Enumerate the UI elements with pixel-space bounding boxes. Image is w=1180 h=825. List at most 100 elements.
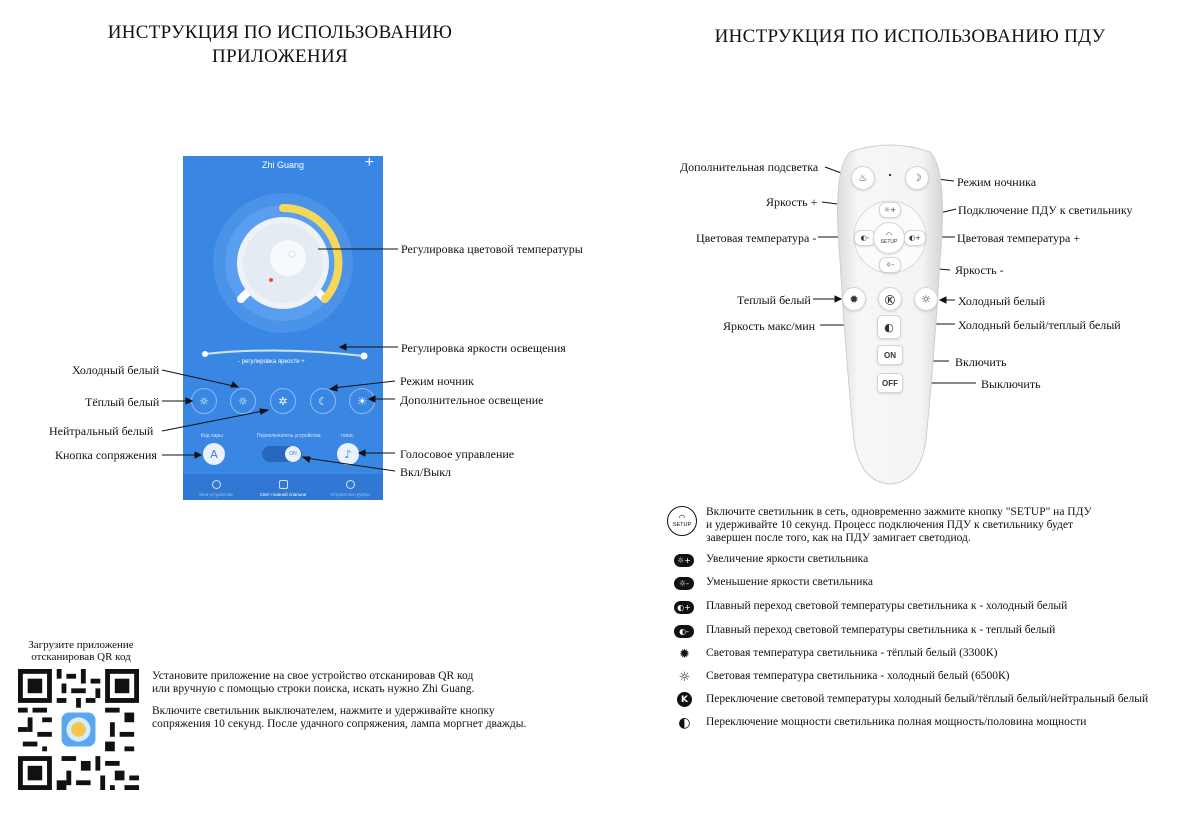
qr-code-image[interactable] [18, 669, 139, 790]
label-brightness-maxmin: Яркость макс/мин [723, 319, 816, 333]
on-label: ON [884, 350, 896, 360]
pairing-instructions: Включите светильник выключателем, нажмит… [152, 705, 526, 731]
label-connect: Подключение ПДУ к светильнику [958, 203, 1133, 217]
brightness-down-icon: ☼- [674, 577, 694, 590]
temp-cold-icon: ◐+ [674, 601, 694, 614]
label-cold-white: Холодный белый [72, 363, 160, 377]
half-moon-icon: ◐ [677, 714, 692, 731]
left-title: ИНСТРУКЦИЯ ПО ИСПОЛЬЗОВАНИЮ ПРИЛОЖЕНИЯ [60, 22, 500, 68]
right-title: ИНСТРУКЦИЯ ПО ИСПОЛЬЗОВАНИЮ ПДУ [714, 26, 1106, 47]
power-switch[interactable]: ON [262, 446, 302, 462]
wifi-icon: ◠ [885, 230, 893, 239]
power-switch-knob: ON [285, 446, 301, 462]
setup-line3: завершен после того, как на ПДУ замигает… [706, 532, 971, 544]
setup-line2: и удерживайте 10 секунд. Процесс подключ… [706, 519, 1074, 531]
extra-light-button[interactable]: ☀ [349, 388, 375, 414]
label-brightness-plus: Яркость + [766, 195, 818, 209]
pair-button[interactable]: A [203, 443, 225, 465]
install-instructions: Установите приложение на свое устройство… [152, 670, 474, 696]
setup-label: SETUP [880, 238, 898, 245]
voice-button[interactable]: ♪ [337, 443, 359, 465]
remote-brightness-minus-button[interactable]: ☼- [879, 257, 901, 273]
warm-sun-icon: ✹ [677, 647, 692, 662]
qr-caption-line1: Загрузите приложение [28, 639, 134, 651]
tab-my-devices[interactable]: Мои устройства [183, 480, 249, 497]
legend-item: Переключение мощности светильника полная… [706, 716, 1087, 728]
temp-warm-icon: ◐- [674, 625, 694, 638]
tab-bedroom-light[interactable]: Свет главной спальни [250, 480, 316, 497]
wifi-icon: ◠ [678, 513, 686, 522]
setup-icon: ◠ SETUP [667, 506, 697, 536]
remote-cold-white-button[interactable]: ☼ [914, 287, 938, 311]
remote-setup-button[interactable]: ◠ SETUP [873, 222, 905, 254]
neutral-white-button[interactable]: ✲ [270, 388, 296, 414]
legend-item: Плавный переход световой температуры све… [706, 600, 1068, 612]
setup-instructions: Включите светильник в сеть, одновременно… [706, 506, 1092, 545]
remote-maxmin-button[interactable]: ◐ [877, 315, 901, 339]
pairing-line2: сопряжения 10 секунд. После удачного соп… [152, 718, 527, 730]
label-cold-warm: Холодный белый/теплый белый [958, 318, 1121, 332]
app-screenshot: Zhi Guang + - регулировка яркости + ☼ ☼ … [183, 156, 383, 500]
switch-caption: Переключатель устройства [257, 433, 321, 439]
bed-icon [278, 480, 288, 489]
remote-warm-white-button[interactable]: ✹ [842, 287, 866, 311]
brightness-up-icon: ☼+ [674, 554, 694, 567]
label-night-mode-remote: Режим ночника [957, 175, 1037, 189]
warm-white-button[interactable]: ☼ [230, 388, 256, 414]
label-night-mode: Режим ночник [400, 374, 474, 388]
cold-white-button[interactable]: ☼ [191, 388, 217, 414]
label-extra-backlight: Дополнительная подсветка [680, 160, 819, 174]
label-color-temperature: Регулировка цветовой температуры [401, 242, 583, 256]
k-switch-icon: K [677, 692, 692, 707]
label-brightness: Регулировка яркости освещения [401, 341, 566, 355]
remote-k-switch-button[interactable]: Ⓚ [878, 287, 902, 311]
left-title-line2: ПРИЛОЖЕНИЯ [212, 46, 348, 67]
remote-backlight-button[interactable]: ♨ [851, 166, 875, 190]
pair-caption: Код пары [201, 433, 223, 439]
label-pair-button: Кнопка сопряжения [55, 448, 157, 462]
remote-brightness-plus-button[interactable]: ☼+ [879, 202, 901, 218]
setup-icon-label: SETUP [672, 522, 692, 528]
label-turn-on: Включить [955, 355, 1007, 369]
legend-item: Плавный переход световой температуры све… [706, 624, 1056, 636]
label-warm-white: Тёплый белый [85, 395, 160, 409]
label-extra-light: Дополнительное освещение [400, 393, 544, 407]
label-warm-white-remote: Теплый белый [737, 293, 811, 307]
install-line1: Установите приложение на свое устройство… [152, 670, 474, 682]
night-mode-button[interactable]: ☾ [310, 388, 336, 414]
remote-temp-plus-button[interactable]: ◐+ [904, 230, 926, 246]
qr-caption: Загрузите приложение отсканировав QR код [20, 639, 142, 663]
label-voice: Голосовое управление [400, 447, 515, 461]
voice-caption: голос [341, 433, 354, 439]
label-brightness-minus: Яркость - [955, 263, 1004, 277]
pairing-line1: Включите светильник выключателем, нажмит… [152, 705, 495, 717]
remote-on-button[interactable]: ON [877, 345, 903, 365]
brightness-slider[interactable] [199, 344, 369, 364]
label-temp-plus: Цветовая температура + [957, 231, 1081, 245]
brightness-caption: - регулировка яркости + [238, 359, 305, 365]
group-icon [345, 480, 355, 489]
legend-item: Переключение световой температуры холодн… [706, 693, 1149, 705]
remote-off-button[interactable]: OFF [877, 373, 903, 393]
legend-item: Световая температура светильника - тёплы… [706, 647, 998, 659]
label-on-off: Вкл/Выкл [400, 465, 452, 479]
off-label: OFF [882, 378, 898, 388]
legend-item: Световая температура светильника - холод… [706, 670, 1010, 682]
app-title: Zhi Guang [261, 160, 305, 170]
app-tab-bar: Мои устройства Свет главной спальни Устр… [183, 474, 383, 500]
label-neutral-white: Нейтральный белый [49, 424, 154, 438]
label-cold-white-remote: Холодный белый [958, 294, 1046, 308]
left-title-line1: ИНСТРУКЦИЯ ПО ИСПОЛЬЗОВАНИЮ [107, 22, 453, 43]
remote-night-mode-button[interactable]: ☽ [905, 166, 929, 190]
tab-group-devices[interactable]: Устройства группы [317, 480, 383, 497]
legend-item: Уменьшение яркости светильника [706, 576, 873, 588]
setup-line1: Включите светильник в сеть, одновременно… [706, 506, 1092, 518]
color-temperature-dial[interactable] [208, 188, 358, 338]
qr-caption-line2: отсканировав QR код [31, 651, 131, 663]
legend-item: Увеличение яркости светильника [706, 553, 869, 565]
label-temp-minus: Цветовая температура - [696, 231, 817, 245]
cold-sun-icon: ☼ [677, 670, 692, 685]
add-icon[interactable]: + [364, 156, 374, 171]
label-turn-off: Выключить [981, 377, 1041, 391]
devices-icon [211, 480, 221, 489]
